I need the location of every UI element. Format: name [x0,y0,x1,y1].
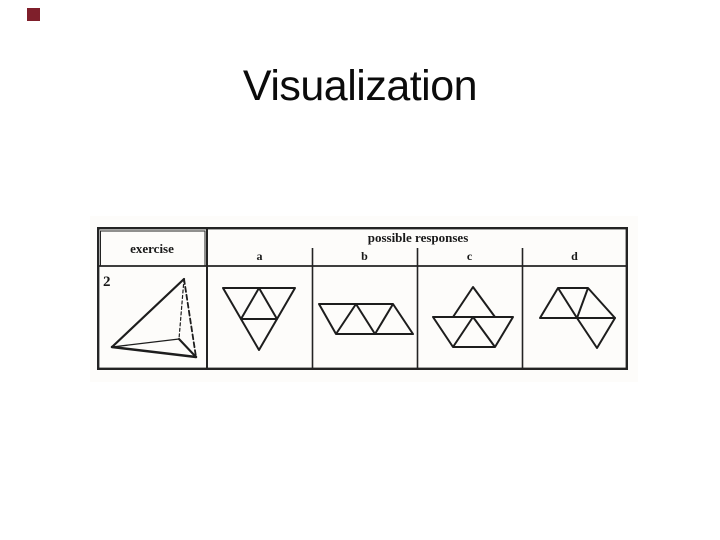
slide-accent-square [27,8,40,21]
responses-column-header: possible responses [368,230,469,245]
option-b-net-drawing [318,303,414,335]
table-grid [97,227,628,370]
option-label-b: b [361,249,368,263]
tetrahedron-drawing [110,277,198,359]
option-label-c: c [467,249,473,263]
option-label-a: a [257,249,263,263]
option-c-net-drawing [432,286,514,348]
exercise-table-figure: exercise possible responses a b c d 2 [90,216,638,382]
exercise-table-svg: exercise possible responses a b c d 2 [97,227,628,370]
option-label-d: d [571,249,578,263]
row-number: 2 [103,274,111,290]
option-a-net-drawing [222,287,296,351]
exercise-column-header: exercise [130,241,174,256]
slide-title: Visualization [242,62,478,110]
option-d-net-drawing [539,287,616,349]
